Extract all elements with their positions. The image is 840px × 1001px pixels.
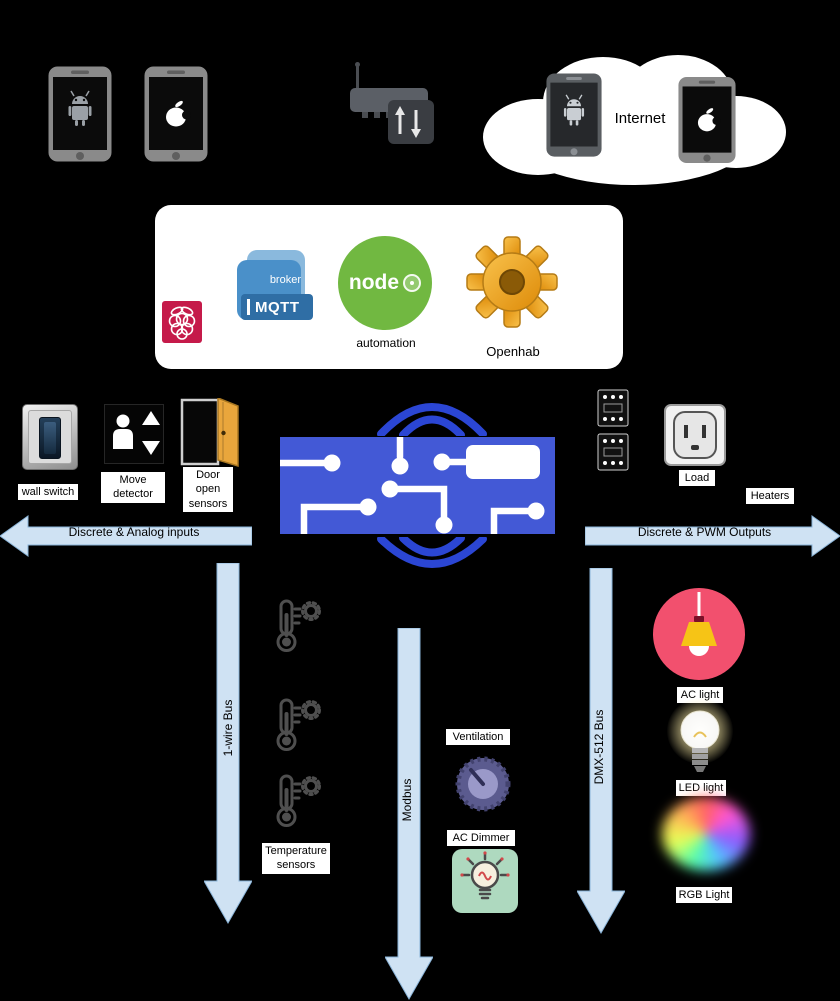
- iphone-icon: [144, 66, 208, 162]
- din-relay-icon: [596, 388, 632, 474]
- dmx-bus-label: DMX-512 Bus: [592, 709, 606, 785]
- mqtt-label: MQTT: [255, 298, 300, 316]
- inputs-bus-label: Discrete & Analog inputs: [68, 525, 200, 539]
- outputs-bus-arrow: [585, 514, 840, 558]
- controller-board-icon: [280, 437, 555, 534]
- led-light-label: LED light: [676, 780, 726, 797]
- ventilation-knob-icon: [454, 755, 512, 813]
- move-detector-icon: [104, 404, 164, 464]
- wifi-waves-icon: [373, 390, 491, 436]
- node-badge-icon: [403, 274, 422, 292]
- wall-switch-icon: [22, 404, 78, 470]
- thermometer-icon: [266, 772, 328, 830]
- openhab-caption: Openhab: [486, 344, 540, 359]
- move-detector-label: Move detector: [101, 472, 165, 503]
- outlet-icon: [664, 404, 726, 466]
- ac-dimmer-label: AC Dimmer: [447, 830, 515, 847]
- internet-label: Internet: [614, 110, 666, 127]
- automation-caption: automation: [356, 336, 416, 350]
- iphone-icon: [678, 74, 736, 166]
- node-red-icon: node: [338, 236, 432, 330]
- temperature-sensors-label: Temperature sensors: [262, 843, 330, 874]
- router-icon: [350, 62, 436, 146]
- rgb-light-label: RGB Light: [676, 887, 732, 904]
- thermometer-icon: [266, 696, 328, 754]
- node-label: node: [348, 271, 400, 294]
- rgb-light-icon: [662, 797, 750, 871]
- mqtt-banner: MQTT: [241, 294, 313, 320]
- mqtt-bar-glyph: [247, 299, 250, 315]
- raspberry-pi-icon: [162, 301, 202, 343]
- mqtt-broker-icon: broker MQTT: [237, 250, 313, 332]
- android-phone-icon: [48, 66, 112, 162]
- openhab-gear-icon: [466, 236, 558, 328]
- led-light-icon: [667, 698, 733, 780]
- dimmer-bulb-icon: [452, 849, 518, 913]
- thermometer-icon: [266, 597, 328, 655]
- modbus-label: Modbus: [400, 778, 414, 822]
- wifi-waves-icon: [373, 537, 491, 575]
- load-label: Load: [679, 470, 715, 487]
- android-phone-icon: [546, 66, 602, 164]
- onewire-bus-arrow: [204, 563, 252, 925]
- modbus-arrow: [385, 628, 433, 1001]
- heaters-label: Heaters: [746, 488, 794, 505]
- ac-light-icon: [653, 588, 745, 680]
- inputs-bus-arrow: [0, 514, 252, 558]
- ventilation-label: Ventilation: [446, 729, 510, 746]
- door-sensor-icon: [178, 398, 240, 468]
- onewire-bus-label: 1-wire Bus: [221, 699, 235, 757]
- broker-label: broker: [269, 274, 301, 286]
- door-sensors-label: Door open sensors: [183, 467, 233, 512]
- dmx-bus-arrow: [577, 568, 625, 935]
- outputs-bus-label: Discrete & PWM Outputs: [637, 525, 772, 539]
- wall-switch-label: wall switch: [18, 484, 78, 501]
